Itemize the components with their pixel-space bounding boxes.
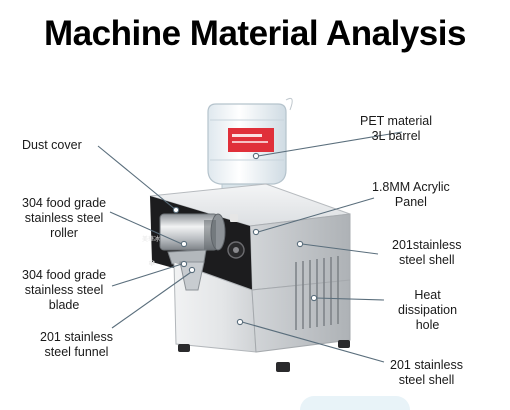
stainless-roller <box>159 213 226 251</box>
foot-back <box>338 340 350 348</box>
foot-right <box>276 362 290 372</box>
upper-side-shell <box>249 213 351 291</box>
svg-text:❄: ❄ <box>148 259 156 269</box>
barrel-label <box>228 128 274 152</box>
stainless-funnel <box>179 261 205 291</box>
label-dust-cover: Dust cover <box>22 138 82 152</box>
pet-barrel <box>207 97 293 195</box>
foot-left <box>178 344 190 352</box>
panel-brand-text: 美華冰雪 <box>142 235 166 243</box>
lower-side-shell <box>251 279 351 353</box>
leader-lines <box>97 131 403 363</box>
heat-dissipation-vents <box>295 256 339 330</box>
bottom-image-fragment <box>300 396 410 410</box>
power-switch <box>230 214 238 222</box>
page-title: Machine Material Analysis <box>44 14 466 53</box>
